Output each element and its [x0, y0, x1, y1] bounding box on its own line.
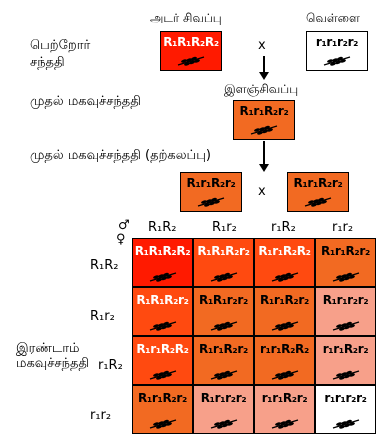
punnett-cell: R₁r₁R₂r₂	[193, 336, 254, 385]
male-symbol: ♂	[118, 218, 130, 233]
wheat-grain-icon	[210, 370, 237, 380]
punnett-cell: R₁r₁R₂r₂	[315, 238, 376, 287]
punnett-cell: R₁r₁R₂r₂	[132, 385, 193, 434]
genotype-label: R₁R₁R₂R₂	[134, 244, 191, 258]
parent-cross-symbol: x	[258, 38, 266, 53]
genotype-label: R₁r₁R₂r₂	[239, 104, 289, 118]
genotype-label: r₁r₁r₂r₂	[315, 35, 359, 49]
punnett-cell: r₁r₁R₂r₂	[315, 336, 376, 385]
punnett-cell: r₁r₁R₂r₂	[254, 385, 315, 434]
f2-row-label-line2: மகவுச்சந்ததி	[16, 356, 90, 371]
parent-row-label-line1: பெற்றோர்	[30, 38, 91, 53]
down-arrow-icon	[259, 164, 269, 172]
wheat-grain-icon	[271, 419, 298, 429]
punnett-cell: R₁R₁r₂r₂	[193, 287, 254, 336]
arrow-shaft	[263, 141, 265, 165]
genotype-label: r₁r₁R₂R₂	[260, 342, 309, 356]
parent-white-box: r₁r₁r₂r₂	[306, 31, 368, 71]
column-header: R₁R₂	[148, 220, 177, 235]
column-header: r₁r₂	[332, 220, 354, 235]
genotype-label: R₁r₁R₂r₂	[260, 293, 309, 307]
genotype-label: R₁r₁R₂R₂	[258, 244, 311, 258]
column-header: R₁r₂	[212, 220, 237, 235]
genotype-label: r₁r₁R₂r₂	[261, 391, 308, 405]
genotype-label: r₁r₁r₂r₂	[324, 391, 367, 405]
row-header: r₁r₂	[90, 408, 112, 423]
genotype-label: R₁r₁r₂r₂	[322, 293, 369, 307]
punnett-cell: R₁r₁R₂r₂	[254, 287, 315, 336]
genotype-label: R₁r₁R₂r₂	[293, 176, 343, 190]
f1-self-row-label: முதல் மகவுச்சந்ததி (தற்கலப்பு)	[30, 148, 211, 163]
down-arrow-icon	[259, 72, 269, 80]
row-header: r₁R₂	[98, 358, 123, 373]
f1-box: R₁r₁R₂r₂	[233, 100, 295, 140]
wheat-grain-icon	[271, 370, 298, 380]
wheat-grain-icon	[149, 370, 176, 380]
genotype-label: R₁R₁R₂r₂	[136, 293, 189, 307]
wheat-grain-icon	[149, 272, 176, 282]
wheat-grain-icon	[271, 272, 298, 282]
punnett-cell: r₁r₁r₂r₂	[315, 385, 376, 434]
genotype-label: R₁r₁r₂r₂	[200, 391, 247, 405]
genotype-label: R₁r₁R₂r₂	[199, 342, 248, 356]
f1-self-right-box: R₁r₁R₂r₂	[287, 172, 349, 212]
wheat-grain-icon	[197, 197, 225, 207]
wheat-grain-icon	[271, 321, 298, 331]
wheat-grain-icon	[332, 419, 359, 429]
f1-self-left-box: R₁r₁R₂r₂	[180, 172, 242, 212]
punnett-cell: R₁r₁R₂R₂	[132, 336, 193, 385]
genotype-label: r₁r₁R₂r₂	[322, 342, 369, 356]
wheat-grain-icon	[332, 370, 359, 380]
wheat-grain-icon	[304, 197, 332, 207]
f1-self-cross-symbol: x	[258, 184, 266, 199]
wheat-grain-icon	[210, 272, 237, 282]
genotype-label: R₁r₁R₂r₂	[138, 391, 187, 405]
f1-color-label: இளஞ்சிவப்பு	[224, 82, 299, 96]
genotype-label: R₁R₁R₂R₂	[163, 35, 219, 49]
punnett-cell: R₁r₁r₂r₂	[315, 287, 376, 336]
wheat-grain-icon	[149, 321, 176, 331]
punnett-cell: R₁r₁r₂r₂	[193, 385, 254, 434]
female-symbol: ♀	[116, 232, 126, 247]
genotype-label: R₁R₁r₂r₂	[199, 293, 248, 307]
wheat-grain-icon	[177, 56, 205, 66]
wheat-grain-icon	[332, 272, 359, 282]
dark-red-label: அடர் சிவப்பு	[150, 11, 222, 25]
punnett-cell: R₁R₁R₂r₂	[132, 287, 193, 336]
wheat-grain-icon	[210, 321, 237, 331]
punnett-cell: R₁r₁R₂R₂	[254, 238, 315, 287]
row-header: R₁R₂	[90, 258, 119, 273]
row-header: R₁r₂	[90, 309, 115, 324]
parent-red-box: R₁R₁R₂R₂	[160, 31, 222, 71]
punnett-cell: R₁R₁R₂r₂	[193, 238, 254, 287]
wheat-grain-icon	[332, 321, 359, 331]
genotype-label: R₁r₁R₂R₂	[136, 342, 189, 356]
white-label: வெள்ளை	[306, 11, 360, 25]
parent-row-label-line2: சந்ததி	[30, 55, 65, 70]
column-header: r₁R₂	[271, 220, 296, 235]
wheat-grain-icon	[210, 419, 237, 429]
f1-row-label: முதல் மகவுச்சந்ததி	[30, 94, 141, 109]
punnett-cell: R₁R₁R₂R₂	[132, 238, 193, 287]
wheat-grain-icon	[323, 56, 351, 66]
wheat-grain-icon	[250, 125, 278, 135]
genotype-label: R₁R₁R₂r₂	[197, 244, 250, 258]
f2-row-label-line1: இரண்டாம்	[16, 341, 80, 356]
punnett-cell: r₁r₁R₂R₂	[254, 336, 315, 385]
genotype-label: R₁r₁R₂r₂	[186, 176, 236, 190]
genotype-label: R₁r₁R₂r₂	[321, 244, 370, 258]
wheat-grain-icon	[149, 419, 176, 429]
arrow-shaft	[263, 56, 265, 73]
